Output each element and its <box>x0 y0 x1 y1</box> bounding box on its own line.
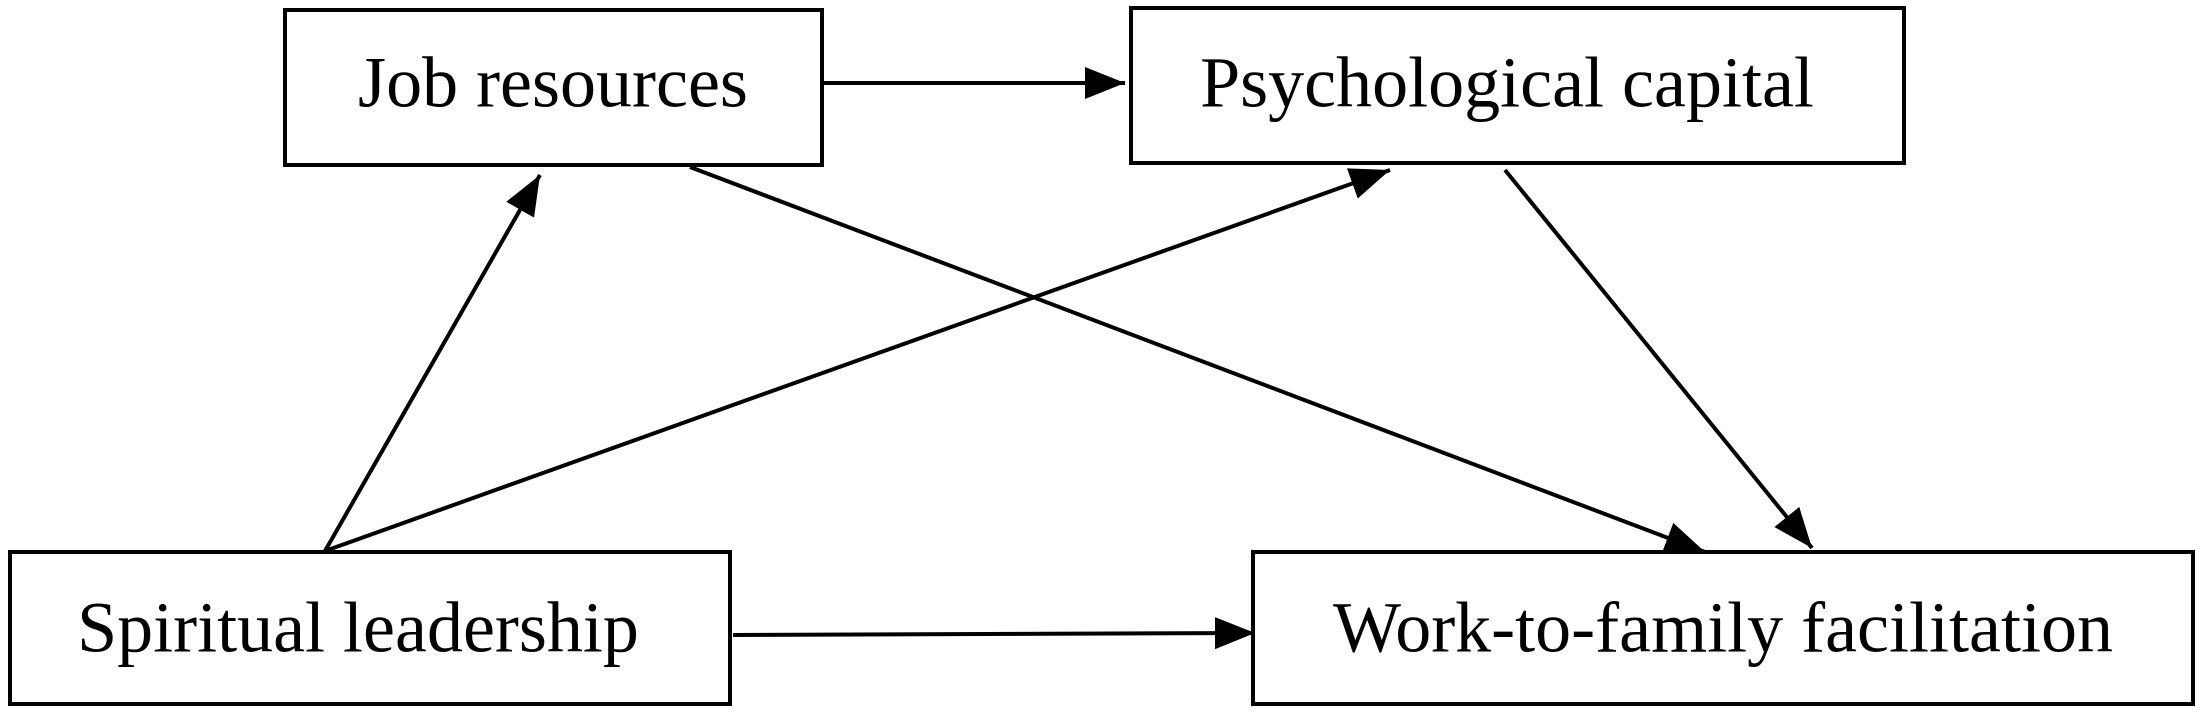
node-label: Spiritual leadership <box>77 588 639 668</box>
node-label: Psychological capital <box>1200 43 1814 123</box>
edge-spiritual-leadership-to-work-to-family-facilitation <box>732 617 1256 650</box>
edge-psychological-capital-to-work-to-family-facilitation <box>1503 168 1814 550</box>
node-box <box>1129 6 1906 165</box>
node-job-resources: Job resources <box>283 8 824 167</box>
node-psychological-capital: Psychological capital <box>1129 6 1906 165</box>
node-spiritual-leadership: Spiritual leadership <box>8 550 732 706</box>
edge-spiritual-leadership-to-job-resources <box>323 174 542 552</box>
node-box <box>1251 550 2195 706</box>
node-label: Work-to-family facilitation <box>1333 588 2113 668</box>
node-work-to-family-facilitation: Work-to-family facilitation <box>1251 550 2195 706</box>
node-box <box>283 8 824 167</box>
edge-spiritual-leadership-to-psychological-capital <box>324 168 1391 553</box>
edge-job-resources-to-work-to-family-facilitation <box>689 165 1706 554</box>
node-label: Job resources <box>358 43 748 123</box>
node-box <box>8 550 732 706</box>
